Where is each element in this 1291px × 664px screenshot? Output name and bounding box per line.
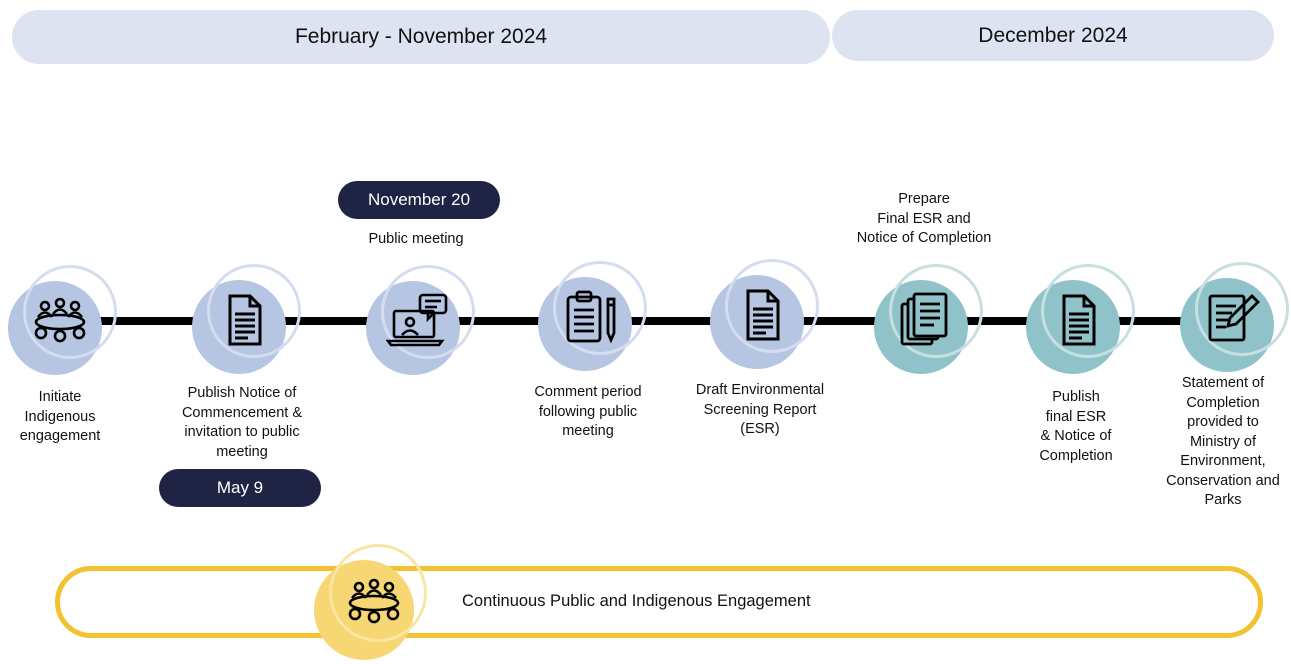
step-statement-of-completion: Statement of Completion provided to Mini… [1166,262,1289,508]
laptop-chat-icon [386,289,450,353]
date-label: May 9 [216,478,264,497]
step-ring [381,265,475,359]
step-public-meeting: Public meeting [366,231,475,375]
step-draft-esr: Draft Environmental Screening Report (ES… [696,259,824,437]
step-ring [725,259,819,353]
step-ring [1041,264,1135,358]
step-prepare-final-esr: Prepare Final ESR and Notice of Completi… [857,191,991,374]
step-label: Publish Notice of Commencement & invitat… [181,385,303,460]
step-label: Statement of Completion provided to Mini… [1166,375,1280,508]
step-ring [553,261,647,355]
continuous-engagement-node [314,544,427,660]
step-comment-period: Comment period following public meeting [534,261,647,439]
step-ring [207,264,301,358]
step-label: Initiate Indigenous engagement [19,389,101,444]
step-initiate-indigenous-engagement: Initiate Indigenous engagement [8,265,117,444]
document-icon [212,288,276,352]
step-publish-final-esr: Publish final ESR & Notice of Completion [1026,264,1135,464]
step-label: Prepare Final ESR and Notice of Completi… [856,191,992,246]
clipboard-pen-icon [558,285,622,349]
step-ring [23,265,117,359]
document-icon [730,283,794,347]
date-pill-may-9: May 9 [159,469,321,507]
step-label: Publish final ESR & Notice of Completion [1039,389,1113,464]
date-label: November 20 [367,190,471,209]
step-label: Draft Environmental Screening Report (ES… [695,382,825,437]
stacked-documents-icon [894,288,958,352]
date-pill-november-20: November 20 [338,181,500,219]
group-meeting-icon [28,289,92,353]
document-edit-icon [1200,286,1264,350]
step-ring [329,544,427,642]
period-dec-2024: December 2024 [832,10,1274,61]
group-meeting-icon [342,570,406,634]
continuous-engagement-band [55,566,1263,638]
document-icon [1046,288,1110,352]
continuous-engagement-label: Continuous Public and Indigenous Engagem… [462,592,811,610]
step-label: Comment period following public meeting [534,384,642,439]
step-publish-notice-commencement: Publish Notice of Commencement & invitat… [182,264,302,460]
step-ring [889,264,983,358]
period-label: February - November 2024 [294,25,548,48]
step-ring [1195,262,1289,356]
period-label: December 2024 [978,23,1128,47]
step-label: Public meeting [368,231,464,247]
period-feb-nov-2024: February - November 2024 [12,10,830,64]
